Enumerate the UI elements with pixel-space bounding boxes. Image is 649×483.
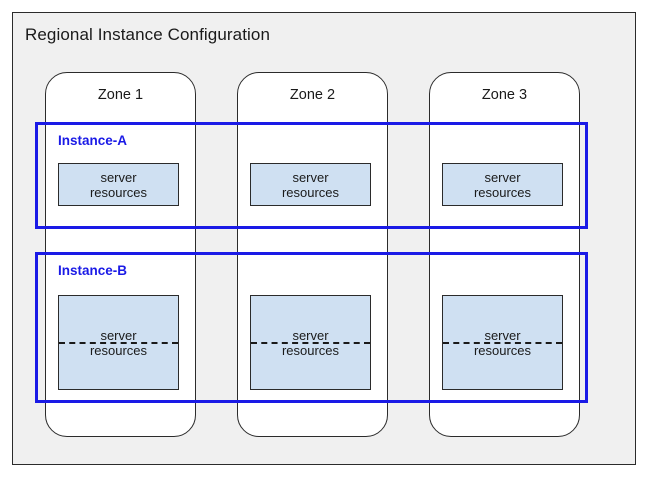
instance-band-a: Instance-A [35, 122, 588, 229]
instance-label-a: Instance-A [58, 133, 128, 148]
page-title: Regional Instance Configuration [25, 25, 271, 44]
instance-label-b: Instance-B [58, 263, 128, 278]
zone-label: Zone 2 [289, 87, 336, 103]
resource-split-divider [59, 342, 178, 344]
zone-label: Zone 3 [481, 87, 528, 103]
instance-band-b: Instance-B [35, 252, 588, 403]
resource-split-divider [443, 342, 562, 344]
resource-split-divider [251, 342, 370, 344]
zone-label: Zone 1 [97, 87, 144, 103]
